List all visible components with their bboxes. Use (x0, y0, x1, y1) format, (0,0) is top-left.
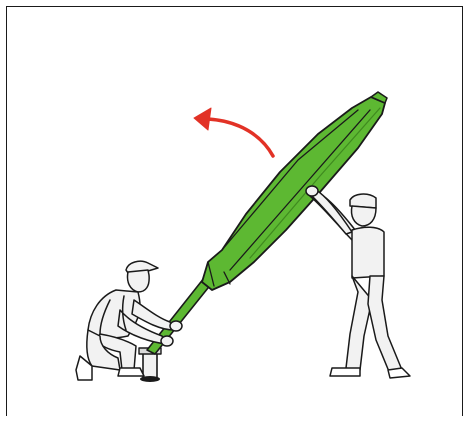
kneeling-worker (76, 261, 182, 380)
head (127, 270, 149, 292)
right-shoe (388, 368, 410, 378)
lower-arm (312, 190, 352, 234)
curved-arrow-icon (194, 108, 273, 156)
head (351, 206, 376, 226)
lower-hand (161, 336, 173, 346)
torso (352, 227, 384, 278)
left-shoe (330, 368, 360, 376)
left-leg (346, 276, 372, 370)
upper-hand (170, 321, 182, 331)
front-shoe (118, 368, 144, 376)
arrow-shaft (208, 119, 273, 156)
right-leg (368, 276, 402, 374)
umbrella-base (139, 348, 161, 382)
upper-hand (306, 186, 318, 196)
standing-worker (306, 186, 410, 378)
arrow-head (194, 108, 211, 130)
